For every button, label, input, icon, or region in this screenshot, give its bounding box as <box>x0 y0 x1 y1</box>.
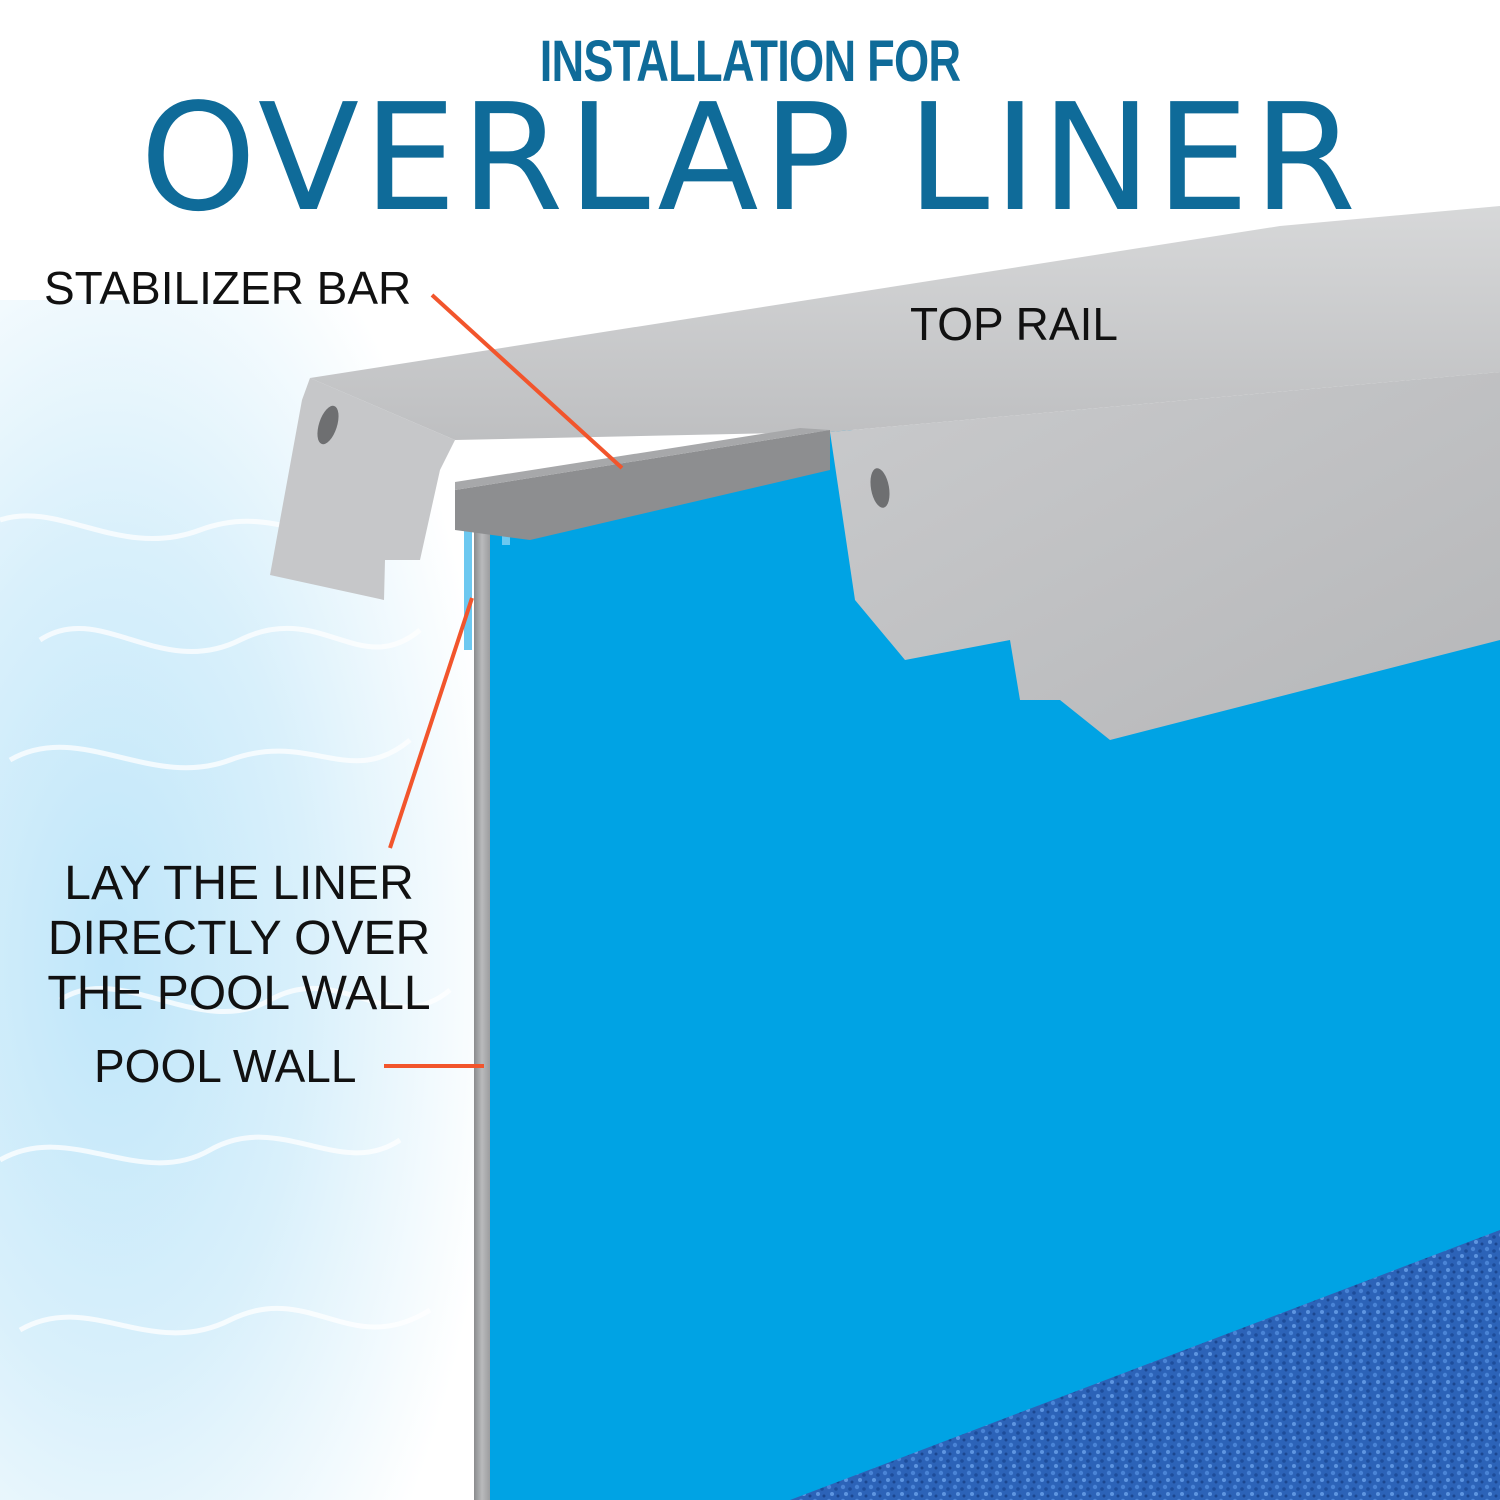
lay-liner-line-1: LAY THE LINER <box>64 857 414 910</box>
lay-liner-label: LAY THE LINER DIRECTLY OVER THE POOL WAL… <box>24 856 454 1022</box>
top-rail-front <box>830 372 1500 740</box>
leader-lines <box>384 293 624 1068</box>
title-small: INSTALLATION FOR <box>539 29 961 94</box>
lay-liner-line-2: DIRECTLY OVER <box>47 912 431 966</box>
stabilizer-bar-top <box>455 428 830 490</box>
stabilizer-leader-line <box>430 293 624 470</box>
stabilizer-bar-label: STABILIZER BAR <box>44 262 412 314</box>
pool-wall-label: POOL WALL <box>94 1040 357 1092</box>
stabilizer-bar <box>455 430 830 540</box>
title-large: OVERLAP LINER <box>139 72 1361 244</box>
pool-wall-panel <box>474 530 490 1500</box>
lay-liner-line-3: THE POOL WALL <box>47 967 431 1021</box>
top-rail-surface <box>310 206 1500 440</box>
rail-slot-hole <box>870 468 890 508</box>
rail-slot-hole <box>317 405 339 445</box>
water-ripples <box>0 513 452 1336</box>
top-rail-flange <box>270 378 455 600</box>
top-rail-label: TOP RAIL <box>910 298 1118 350</box>
pool-floor <box>790 1230 1500 1500</box>
liner-leader-line <box>388 597 474 849</box>
